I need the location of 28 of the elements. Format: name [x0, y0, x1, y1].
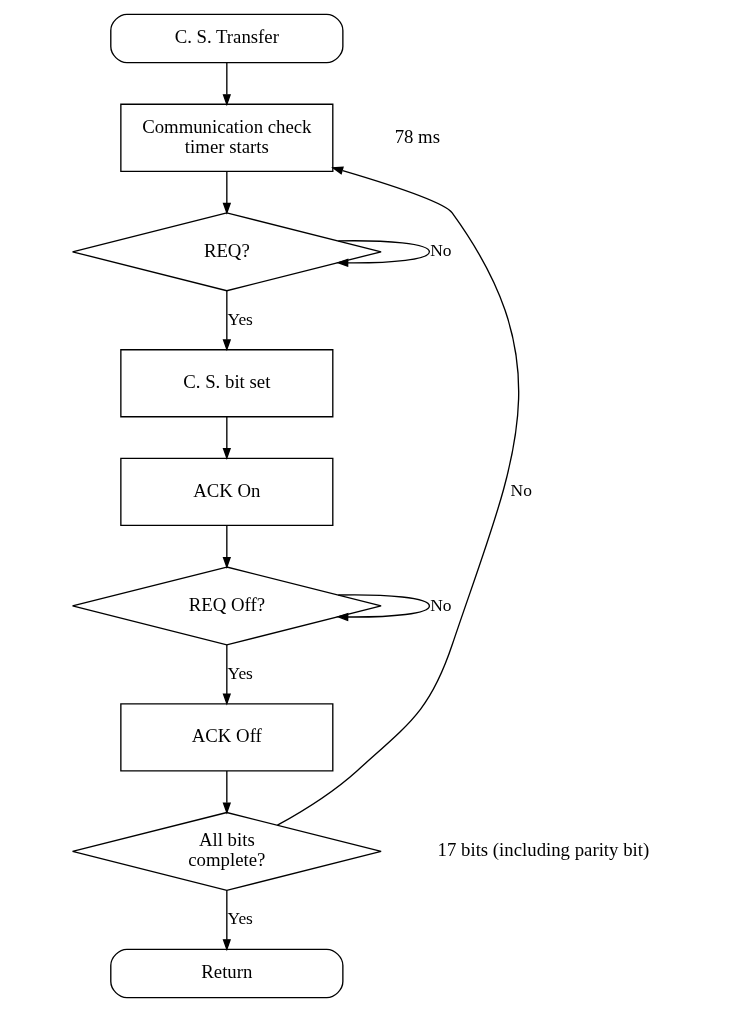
node-diamond: All bits complete?: [71, 811, 382, 891]
arrow: [222, 769, 232, 814]
node-box: ACK Off: [120, 702, 334, 772]
edge-label: Yes: [227, 662, 253, 683]
edge-label: Yes: [227, 907, 253, 928]
arrow: [222, 889, 232, 951]
node-box: C. S. Transfer: [110, 13, 344, 63]
node-diamond: REQ?: [71, 211, 382, 291]
node-box: Communication check timer starts: [120, 103, 334, 172]
node-label: 78 ms: [394, 125, 440, 147]
node-box: ACK On: [120, 457, 334, 526]
node-diamond: REQ Off?: [71, 565, 382, 646]
node-box: C. S. bit set: [120, 348, 334, 417]
arrow: [222, 170, 232, 215]
edge-label: No: [430, 594, 452, 614]
arrow: [222, 61, 232, 106]
edge-label: No: [430, 239, 452, 260]
arrow: [276, 166, 520, 826]
edge-label: No: [510, 479, 532, 500]
arrow: [222, 289, 232, 351]
arrow: [222, 524, 232, 569]
arrow: [336, 239, 431, 267]
edge-label: Yes: [227, 308, 253, 329]
arrow: [336, 593, 431, 621]
arrow: [222, 643, 232, 705]
node-box: Return: [110, 948, 344, 998]
arrow: [222, 415, 232, 460]
node-label: 17 bits (including parity bit): [437, 838, 650, 860]
